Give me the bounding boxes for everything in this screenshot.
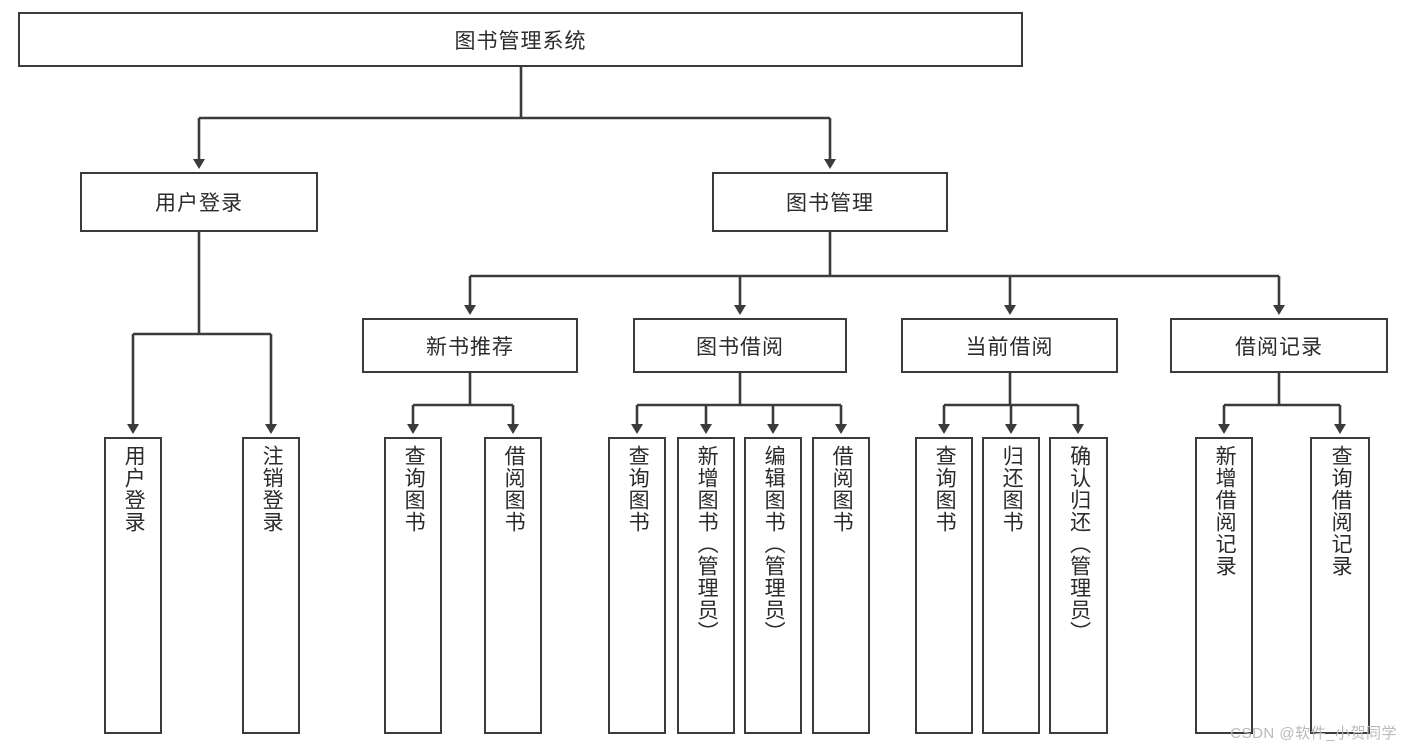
- leaf-label: 查询图书: [933, 445, 957, 533]
- leaf-borrow-add-book[interactable]: 新增图书（管理员）: [677, 437, 735, 734]
- leaf-label: 查询借阅记录: [1329, 445, 1353, 577]
- leaf-label: 确认归还（管理员）: [1067, 445, 1091, 643]
- node-root[interactable]: 图书管理系统: [18, 12, 1023, 67]
- leaf-borrow-query-book[interactable]: 查询图书: [608, 437, 666, 734]
- leaf-label: 用户登录: [122, 445, 146, 533]
- node-new-book-recommend-label: 新书推荐: [426, 335, 514, 359]
- node-root-label: 图书管理系统: [454, 29, 587, 53]
- node-current-borrow[interactable]: 当前借阅: [901, 318, 1118, 373]
- leaf-label: 查询图书: [626, 445, 650, 533]
- leaf-label: 新增借阅记录: [1213, 445, 1237, 577]
- node-current-borrow-label: 当前借阅: [965, 335, 1054, 359]
- leaf-user-login-signin[interactable]: 用户登录: [104, 437, 162, 734]
- leaf-current-return-book[interactable]: 归还图书: [982, 437, 1040, 734]
- leaf-borrow-borrow-book[interactable]: 借阅图书: [812, 437, 870, 734]
- node-borrow-record-label: 借阅记录: [1235, 335, 1323, 359]
- node-borrow-record[interactable]: 借阅记录: [1170, 318, 1388, 373]
- leaf-new-book-borrow[interactable]: 借阅图书: [484, 437, 542, 734]
- node-book-management-label: 图书管理: [786, 192, 874, 215]
- leaf-label: 借阅图书: [502, 445, 526, 533]
- leaf-label: 借阅图书: [830, 445, 854, 533]
- leaf-new-book-query[interactable]: 查询图书: [384, 437, 442, 734]
- leaf-label: 注销登录: [260, 445, 284, 533]
- leaf-label: 编辑图书（管理员）: [762, 445, 786, 643]
- leaf-record-add[interactable]: 新增借阅记录: [1195, 437, 1253, 734]
- node-book-borrow-label: 图书借阅: [696, 335, 784, 359]
- leaf-label: 新增图书（管理员）: [695, 445, 719, 643]
- leaf-label: 归还图书: [1000, 445, 1024, 533]
- node-user-login-label: 用户登录: [155, 192, 243, 215]
- leaf-label: 查询图书: [402, 445, 426, 533]
- node-book-borrow[interactable]: 图书借阅: [633, 318, 847, 373]
- watermark: CSDN @软件_小贺同学: [1230, 725, 1397, 742]
- leaf-user-login-signout[interactable]: 注销登录: [242, 437, 300, 734]
- leaf-current-confirm-return[interactable]: 确认归还（管理员）: [1049, 437, 1108, 734]
- leaf-borrow-edit-book[interactable]: 编辑图书（管理员）: [744, 437, 802, 734]
- leaf-record-query[interactable]: 查询借阅记录: [1310, 437, 1370, 734]
- node-book-management[interactable]: 图书管理: [712, 172, 948, 232]
- node-user-login[interactable]: 用户登录: [80, 172, 318, 232]
- node-new-book-recommend[interactable]: 新书推荐: [362, 318, 578, 373]
- leaf-current-query-book[interactable]: 查询图书: [915, 437, 973, 734]
